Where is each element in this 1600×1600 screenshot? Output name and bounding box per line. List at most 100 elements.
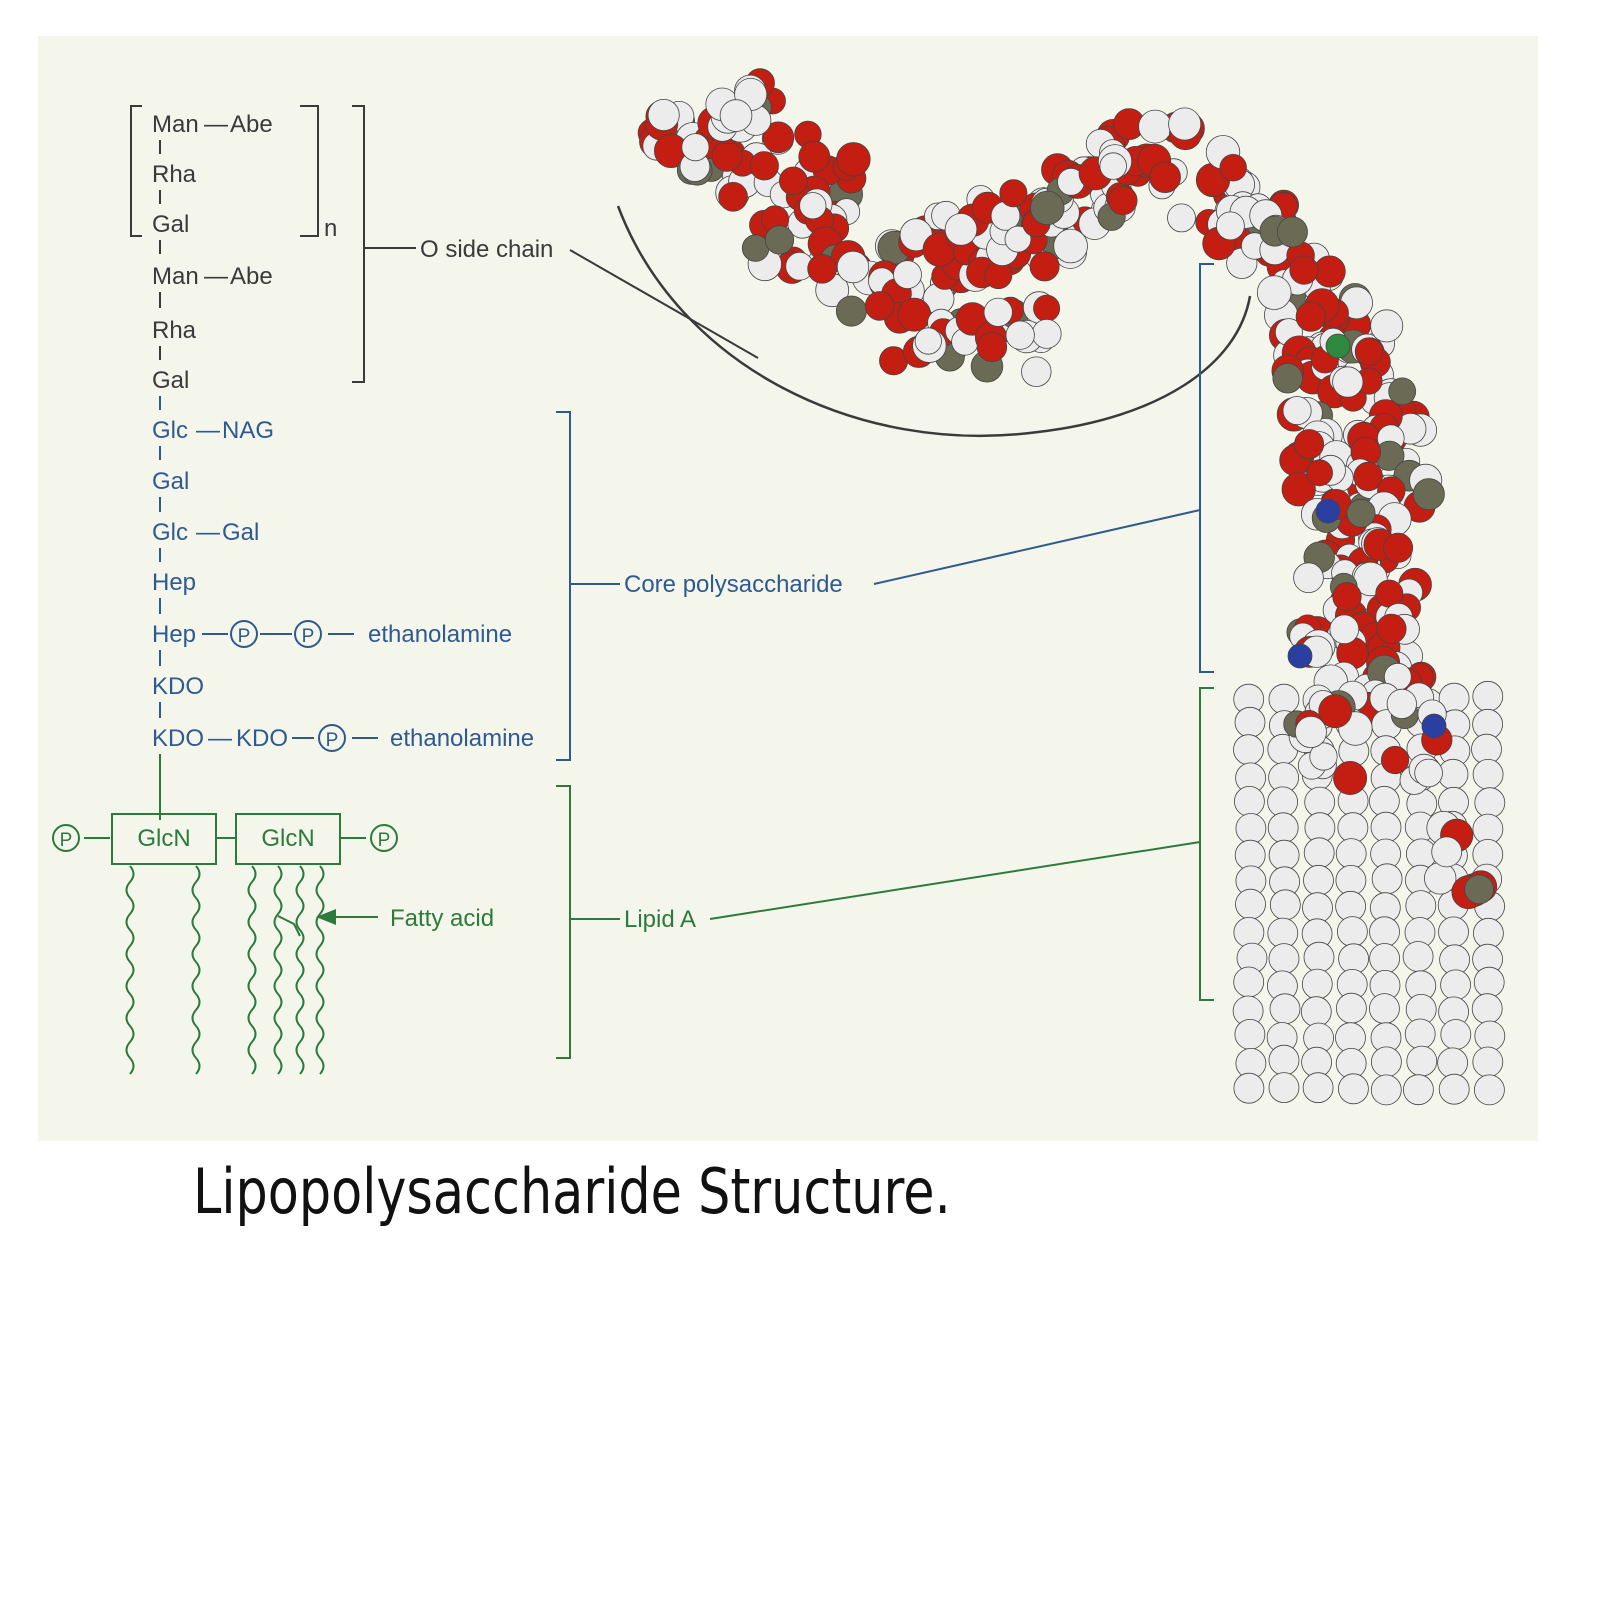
hydrogen-atom	[1369, 916, 1400, 948]
hydrogen-atom	[1329, 614, 1360, 645]
carbon-atom	[835, 295, 867, 327]
hydrogen-atom	[836, 250, 870, 284]
hydrogen-atom	[1472, 680, 1504, 712]
hydrogen-atom	[1303, 941, 1335, 973]
carbon-atom	[1346, 498, 1376, 528]
hydrogen-atom	[1370, 1074, 1402, 1106]
oxygen-atom	[1149, 161, 1181, 193]
core-nag: NAG	[222, 417, 274, 444]
hydrogen-atom	[647, 99, 680, 132]
hydrogen-atom	[1438, 916, 1469, 948]
hydrogen-atom	[1335, 838, 1367, 869]
core-gal-2: Gal	[222, 519, 259, 546]
oxygen-atom	[778, 166, 808, 196]
hydrogen-atom	[1437, 1047, 1468, 1079]
hydrogen-atom	[1099, 152, 1127, 180]
hydrogen-atom	[1440, 1019, 1472, 1050]
hydrogen-atom	[1233, 734, 1264, 766]
hydrogen-atom	[1371, 863, 1403, 895]
core-kdo-2: KDO	[152, 725, 204, 752]
repeat-subscript-n: n	[324, 215, 337, 242]
hydrogen-atom	[1368, 785, 1400, 817]
o-dash-2: —	[204, 263, 228, 290]
oxygen-atom	[711, 141, 743, 172]
hydrogen-atom	[1234, 706, 1266, 738]
oxygen-atom	[1333, 761, 1368, 796]
o-dash-1: —	[204, 111, 228, 138]
hydrogen-atom	[1031, 318, 1062, 349]
hydrogen-atom	[1414, 758, 1443, 788]
hydrogen-atom	[1234, 786, 1265, 817]
oxygen-atom	[1289, 255, 1319, 285]
o-rha-1: Rha	[152, 161, 197, 188]
core-phosphate-1: P	[238, 626, 251, 647]
hydrogen-atom	[1167, 203, 1196, 233]
hydrogen-atom	[799, 192, 827, 220]
hydrogen-atom	[1369, 993, 1400, 1024]
carbon-atom	[1276, 216, 1308, 248]
figure-caption: Lipopolysaccharide Structure.	[193, 1155, 951, 1228]
hydrogen-atom	[1302, 892, 1333, 924]
oxygen-atom	[1381, 745, 1410, 775]
hydrogen-atom	[1300, 996, 1332, 1028]
carbon-atom	[1412, 478, 1445, 511]
hydrogen-atom	[1336, 992, 1367, 1024]
hydrogen-atom	[1268, 683, 1300, 715]
hydrogen-atom	[1268, 1072, 1300, 1103]
hydrogen-atom	[893, 260, 922, 290]
hydrogen-atom	[1438, 1073, 1470, 1105]
core-glc-1: Glc	[152, 417, 188, 444]
oxygen-atom	[836, 142, 871, 177]
oxygen-atom	[1318, 694, 1353, 729]
hydrogen-atom	[1293, 562, 1324, 593]
core-polysaccharide: Glc — NAG Gal Glc — Gal Hep Hep P P etha…	[152, 263, 1214, 761]
hydrogen-atom	[1406, 1045, 1438, 1077]
core-kdo-3: KDO	[236, 725, 288, 752]
carbon-atom	[764, 225, 795, 255]
hydrogen-atom	[1309, 742, 1338, 771]
oxygen-atom	[1313, 255, 1346, 288]
o-man-2: Man	[152, 263, 199, 290]
core-ethanolamine-1: ethanolamine	[368, 621, 512, 648]
oxygen-atom	[749, 151, 779, 181]
hydrogen-atom	[1235, 813, 1267, 844]
hydrogen-atom	[1302, 1072, 1334, 1104]
hydrogen-atom	[1303, 837, 1335, 869]
fatty-acid-chain	[315, 865, 325, 1075]
hydrogen-atom	[1256, 275, 1292, 310]
fatty-acid-chain	[125, 865, 135, 1075]
diagram-canvas: Man — Abe Rha Gal n Man — Abe Rha Gal O …	[52, 68, 1506, 1106]
fatty-acid-arrow-icon	[316, 909, 336, 925]
nitrogen-atom	[1421, 713, 1447, 739]
hydrogen-atom	[1431, 836, 1463, 868]
core-phosphate-2: P	[302, 626, 315, 647]
oxygen-atom	[1029, 251, 1060, 282]
hydrogen-atom	[1371, 1046, 1402, 1078]
hydrogen-atom	[1473, 966, 1505, 998]
lipid-phosphate-1: P	[60, 830, 73, 851]
o-side-chain-label: O side chain	[420, 236, 553, 263]
core-hep-1: Hep	[152, 569, 196, 596]
carbon-atom	[741, 234, 770, 262]
oxygen-atom	[897, 297, 932, 332]
core-gal-1: Gal	[152, 468, 189, 495]
o-man-1: Man	[152, 111, 199, 138]
o-gal-2: Gal	[152, 367, 189, 394]
core-dash-1: —	[196, 417, 220, 444]
fatty-acid-chain	[191, 865, 201, 1075]
hydrogen-atom	[1386, 688, 1417, 720]
core-dash-2: —	[196, 519, 220, 546]
hydrogen-atom	[944, 213, 978, 246]
hydrogen-atom	[1294, 716, 1327, 749]
fatty-acid-chain	[295, 865, 305, 1075]
hydrogen-atom	[1021, 356, 1052, 387]
nitrogen-atom	[1287, 643, 1313, 669]
hydrogen-atom	[1370, 811, 1402, 843]
oxygen-atom	[1383, 532, 1414, 563]
oxygen-atom	[999, 179, 1028, 208]
hydrogen-atom	[1282, 396, 1312, 426]
hydrogen-atom	[1216, 211, 1245, 241]
hydrogen-atom	[983, 297, 1013, 327]
hydrogen-atom	[1301, 968, 1333, 1000]
core-glc-2: Glc	[152, 519, 188, 546]
